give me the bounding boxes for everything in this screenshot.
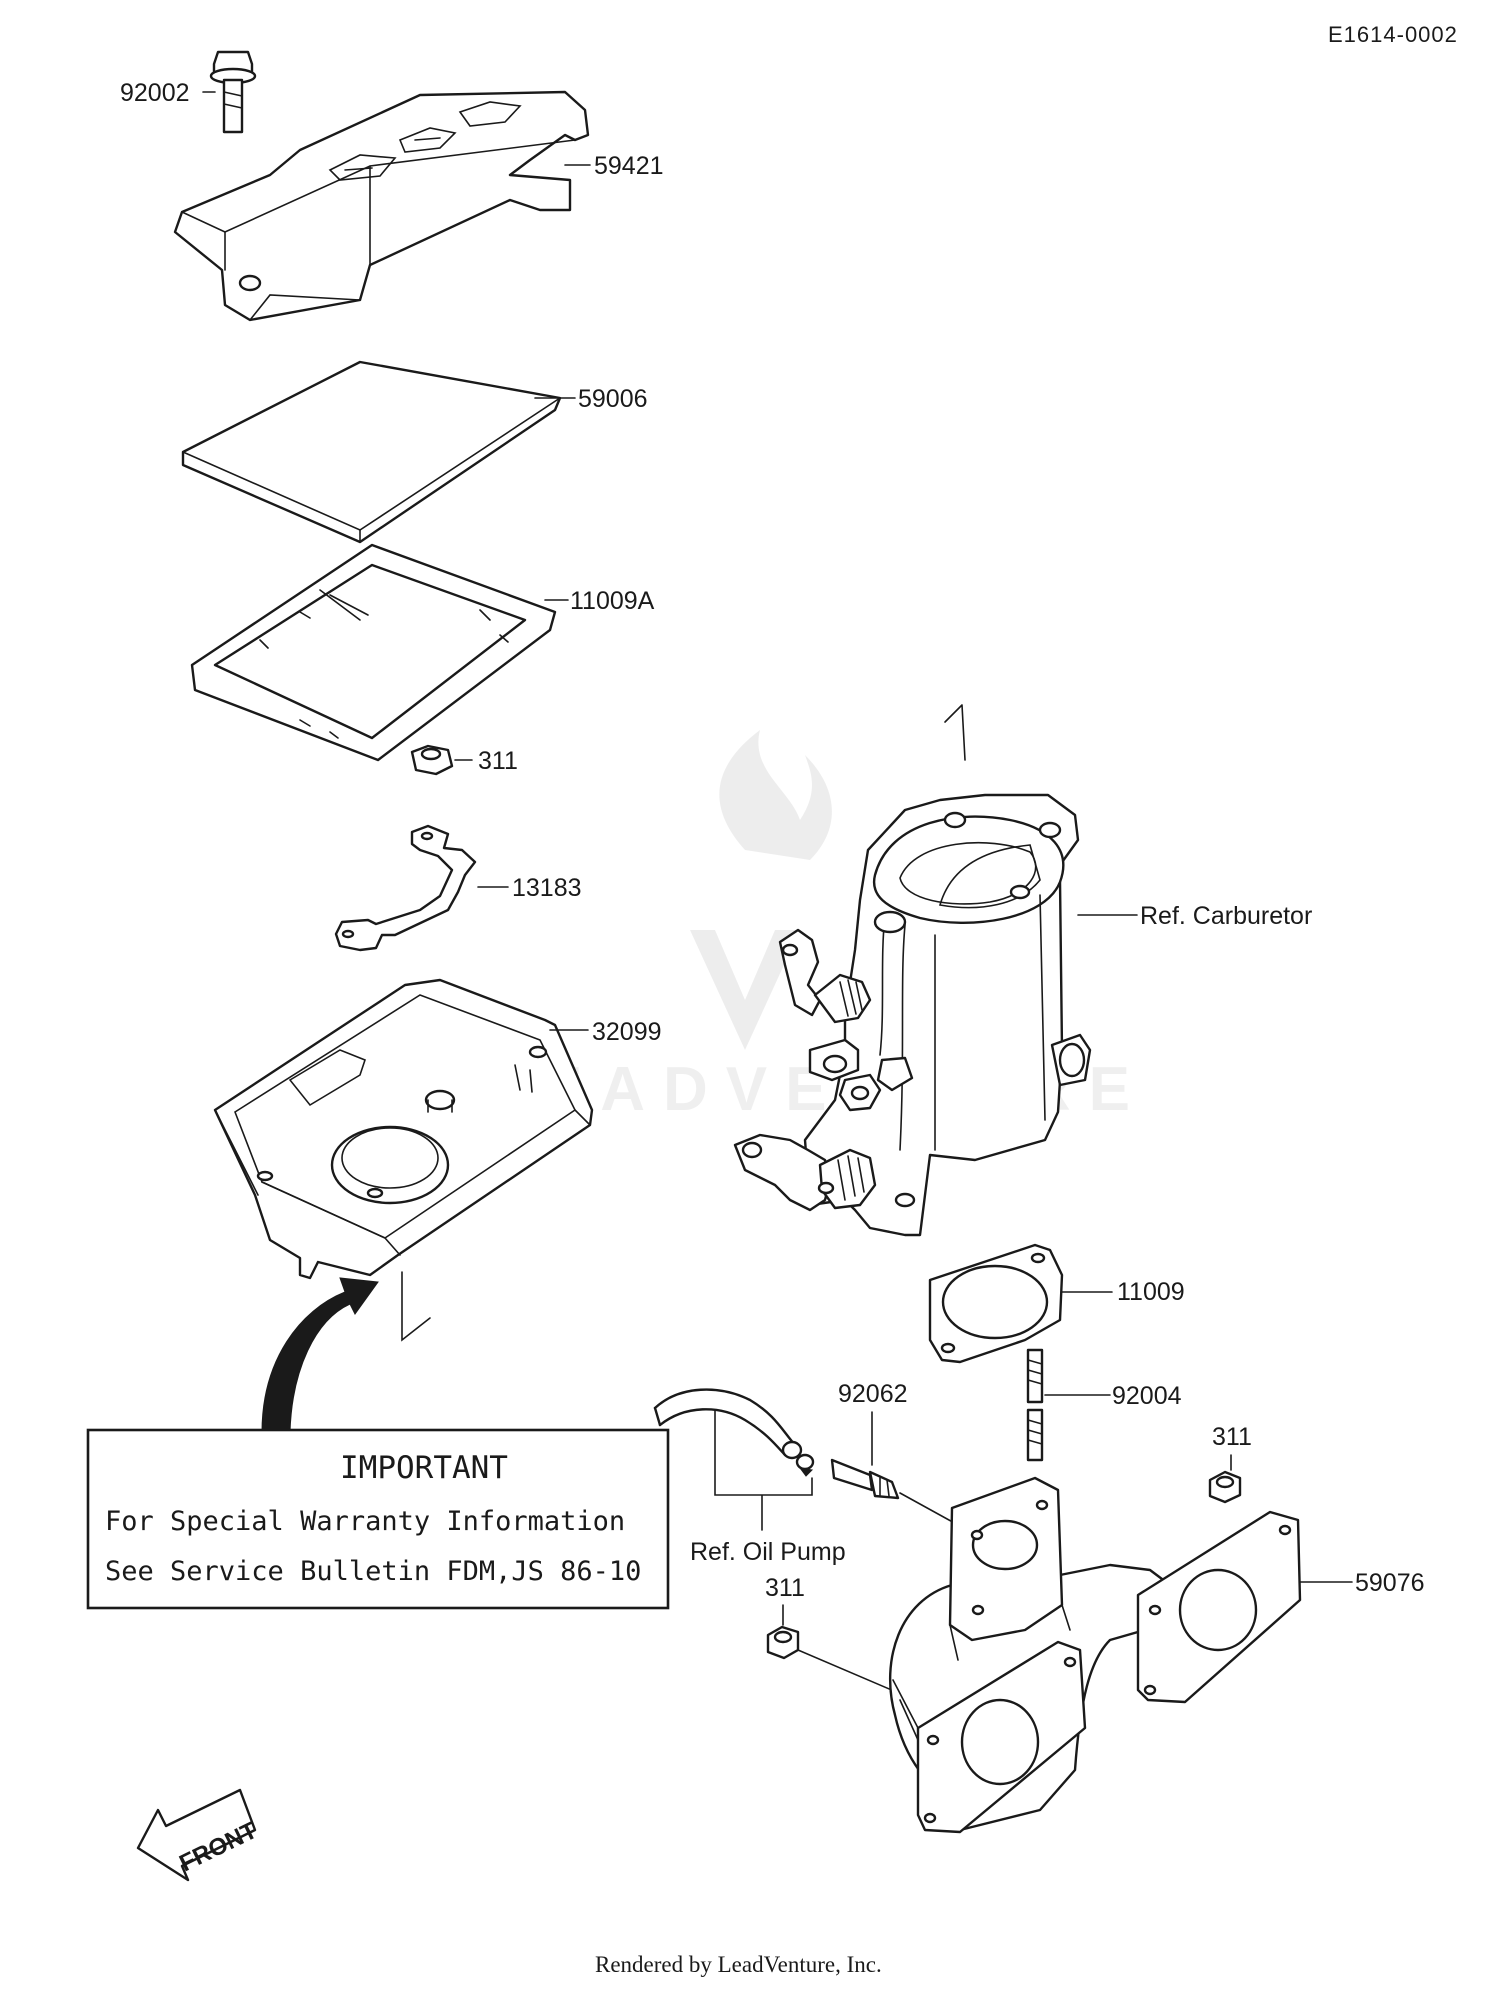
label-11009: 11009	[1117, 1278, 1185, 1306]
label-311-left: 311	[765, 1574, 805, 1602]
label-59076: 59076	[1355, 1569, 1425, 1597]
label-92004: 92004	[1112, 1382, 1182, 1410]
leadventure-watermark-icon	[690, 730, 832, 1050]
nut-311-top	[410, 744, 454, 776]
notice-line-1: For Special Warranty Information	[105, 1506, 625, 1537]
label-32099: 32099	[592, 1018, 662, 1046]
guide-line-lower	[401, 1271, 431, 1342]
label-59421: 59421	[594, 152, 664, 180]
important-notice: IMPORTANT For Special Warranty Informati…	[86, 1428, 670, 1610]
manifold-59076	[888, 1476, 1302, 1834]
cover-59421	[173, 90, 590, 322]
label-311-right: 311	[1212, 1423, 1252, 1451]
diagram-code: E1614-0002	[1328, 22, 1458, 47]
leader-ref-oil-pump	[714, 1409, 813, 1531]
bolt-92002	[209, 50, 257, 134]
filter-59006	[181, 360, 562, 544]
label-92002: 92002	[120, 79, 190, 107]
label-ref-oil-pump: Ref. Oil Pump	[690, 1538, 846, 1566]
label-11009A: 11009A	[570, 587, 655, 615]
notice-title: IMPORTANT	[340, 1450, 508, 1486]
fitting-92062	[830, 1458, 900, 1500]
leader-92062-to-manifold	[899, 1492, 959, 1526]
label-59006: 59006	[578, 385, 648, 413]
label-92062: 92062	[838, 1380, 908, 1408]
airbox-32099	[213, 978, 594, 1280]
label-13183: 13183	[512, 874, 582, 902]
gasket-11009	[928, 1243, 1064, 1364]
guide-line-upper	[944, 704, 966, 761]
nut-311-right	[1208, 1470, 1242, 1504]
notice-line-2: See Service Bulletin FDM,JS 86-10	[105, 1556, 641, 1587]
label-ref-carburetor: Ref. Carburetor	[1140, 902, 1312, 930]
curved-arrow-icon	[261, 1277, 379, 1433]
gasket-11009A	[190, 543, 557, 762]
front-arrow-icon: FRONT	[136, 1788, 262, 1882]
stud-92004	[1026, 1348, 1044, 1462]
nut-311-left	[766, 1625, 800, 1660]
oil-pump-hose	[653, 1388, 815, 1477]
footer-credit: Rendered by LeadVenture, Inc.	[595, 1952, 882, 1977]
label-311-top: 311	[478, 747, 518, 775]
bracket-13183	[334, 824, 477, 952]
carburetor	[733, 793, 1092, 1237]
